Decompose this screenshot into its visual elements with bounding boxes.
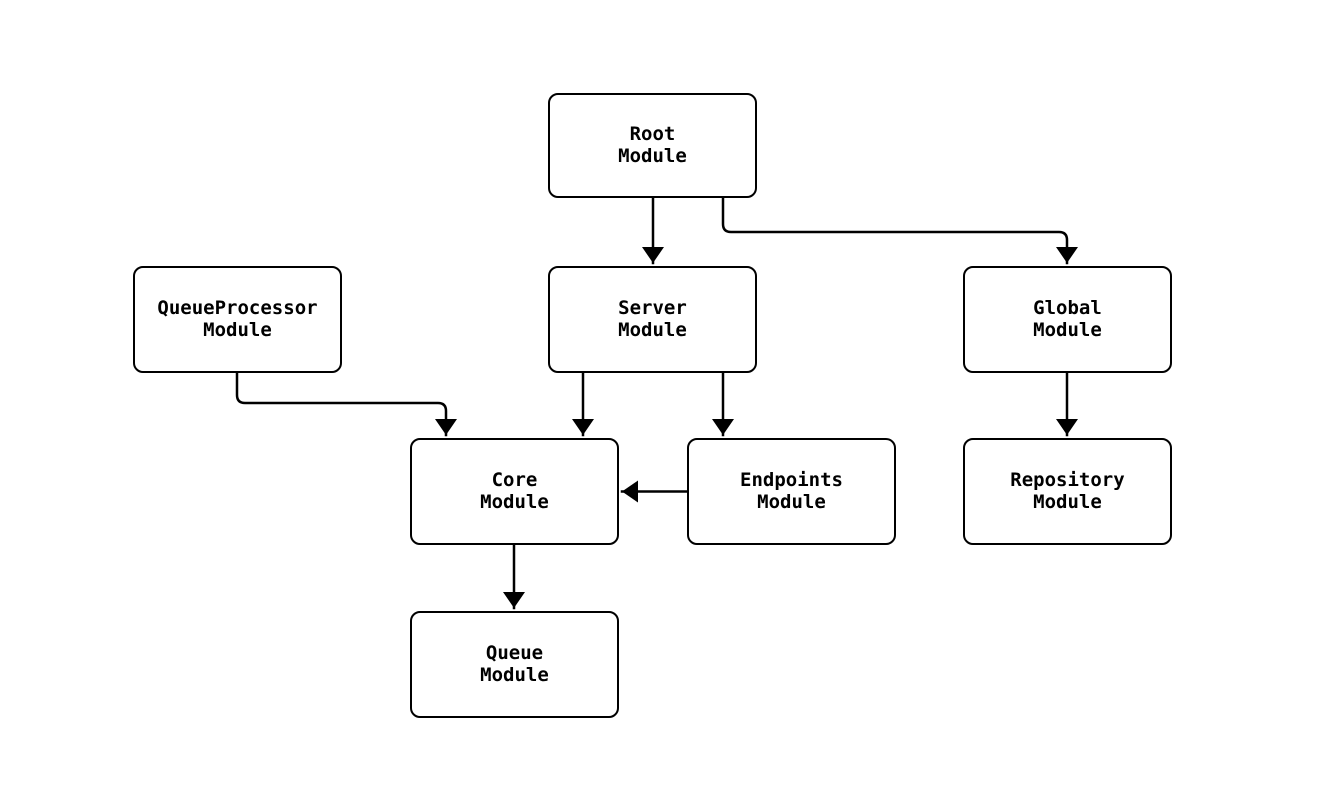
node-core-line2: Module (480, 490, 549, 513)
node-server-line1: Server (618, 297, 687, 319)
node-queueprocessor-line2: Module (203, 318, 272, 341)
node-root-line2: Module (618, 144, 687, 167)
node-queueprocessor-line1: QueueProcessor (157, 297, 318, 319)
node-repository-line1: Repository (1010, 469, 1125, 491)
node-root-line1: Root (629, 123, 676, 145)
node-global-line2: Module (1033, 318, 1102, 341)
node-endpoints-line2: Module (757, 490, 826, 513)
edge-queueprocessor-to-core (235, 372, 457, 437)
node-endpoints-line1: Endpoints (740, 469, 843, 491)
node-queue-line1: Queue (485, 642, 544, 664)
node-global-line1: Global (1033, 297, 1102, 319)
node-server-line2: Module (618, 318, 687, 341)
node-repository-line2: Module (1033, 490, 1102, 513)
node-queue-line2: Module (480, 663, 549, 686)
edge-root-to-global (721, 197, 1078, 265)
node-core-line1: Core (491, 469, 538, 491)
